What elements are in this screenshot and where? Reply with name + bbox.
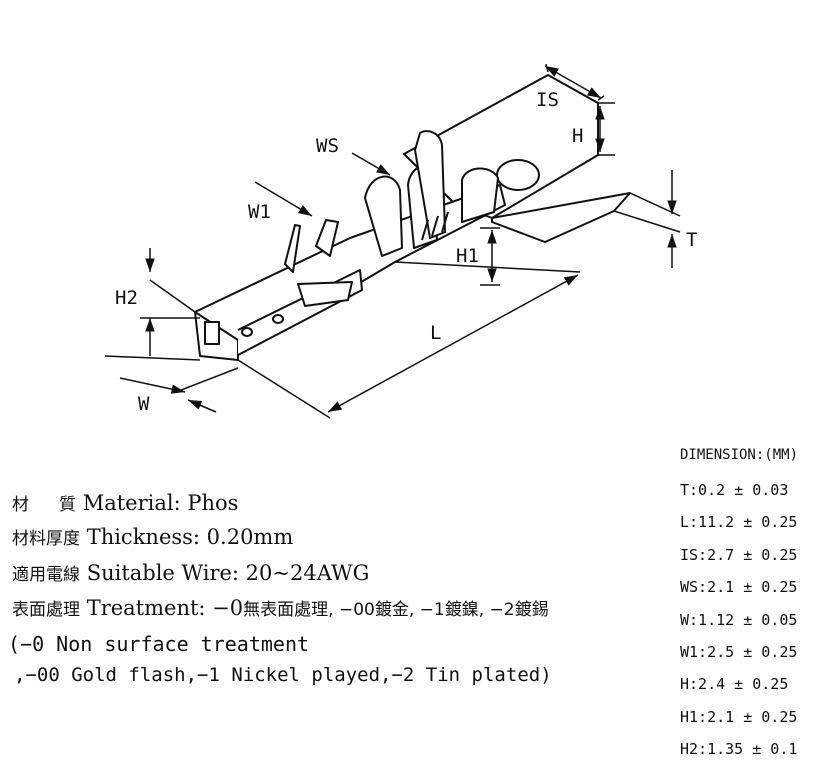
dimension-row: H1:2.1 ± 0.25 (680, 707, 798, 726)
dimension-row: W:1.12 ± 0.05 (680, 610, 798, 629)
label-l: L (430, 322, 441, 344)
spec-wire-en: Suitable Wire: 20~24AWG (86, 561, 370, 585)
spec-wire: 適用電線 Suitable Wire: 20~24AWG (12, 563, 369, 584)
dimension-table: DIMENSION:(MM) T:0.2 ± 0.03 L:11.2 ± 0.2… (680, 444, 826, 766)
spec-material-zh-a: 材 (12, 495, 29, 515)
dimension-row: T:0.2 ± 0.03 (680, 481, 789, 499)
label-w1: W1 (248, 201, 271, 223)
spec-treatment-opt00: 鍍金, −1 (374, 600, 445, 620)
note-line-2: ,−00 Gold flash,−1 Nickel played,−2 Tin … (14, 664, 552, 686)
dimension-row: WS:2.1 ± 0.25 (680, 578, 798, 597)
label-h: H (572, 125, 583, 147)
label-w: W (138, 393, 150, 415)
terminal-outline (194, 74, 631, 361)
spec-thickness-en: Thickness: 0.20mm (86, 525, 294, 549)
label-h2: H2 (115, 287, 138, 309)
spec-material: 材 質 Material: Phos (12, 493, 238, 514)
dimension-table-title: DIMENSION:(MM) (680, 447, 799, 463)
spec-treatment-opt1: 鍍鎳, −2 (444, 600, 515, 620)
label-is: IS (536, 89, 559, 111)
label-h1: H1 (456, 245, 479, 267)
spec-treatment-opt0: 無表面處理, −00 (243, 600, 375, 620)
dimension-row: L:11.2 ± 0.25 (680, 513, 798, 532)
dimension-row: W1:2.5 ± 0.25 (680, 642, 798, 661)
terminal-drawing: IS H WS W1 T H1 H2 L W (104, 63, 697, 419)
spec-material-en: Material: Phos (82, 491, 239, 515)
spec-treatment-zh: 表面處理 (12, 600, 80, 620)
dimension-row: IS:2.7 ± 0.25 (680, 545, 798, 564)
dimension-row: H:2.4 ± 0.25 (680, 675, 789, 694)
spec-thickness: 材料厚度 Thickness: 0.20mm (12, 527, 293, 548)
spec-material-zh-b: 質 (59, 495, 76, 515)
dimension-lines (104, 63, 681, 419)
dimension-row: H2:1.35 ± 0.1 (680, 740, 798, 759)
spec-wire-zh: 適用電線 (12, 565, 80, 585)
note-line-1: (−0 Non surface treatment (8, 632, 310, 656)
spec-thickness-zh: 材料厚度 (12, 529, 80, 549)
label-ws: WS (316, 135, 339, 157)
spec-treatment-en: Treatment: −0 (86, 596, 244, 620)
spec-treatment-opt2: 鍍錫 (514, 600, 549, 620)
spec-treatment: 表面處理 Treatment: −0無表面處理, −00鍍金, −1鍍鎳, −2… (12, 598, 549, 619)
label-t: T (686, 229, 697, 251)
